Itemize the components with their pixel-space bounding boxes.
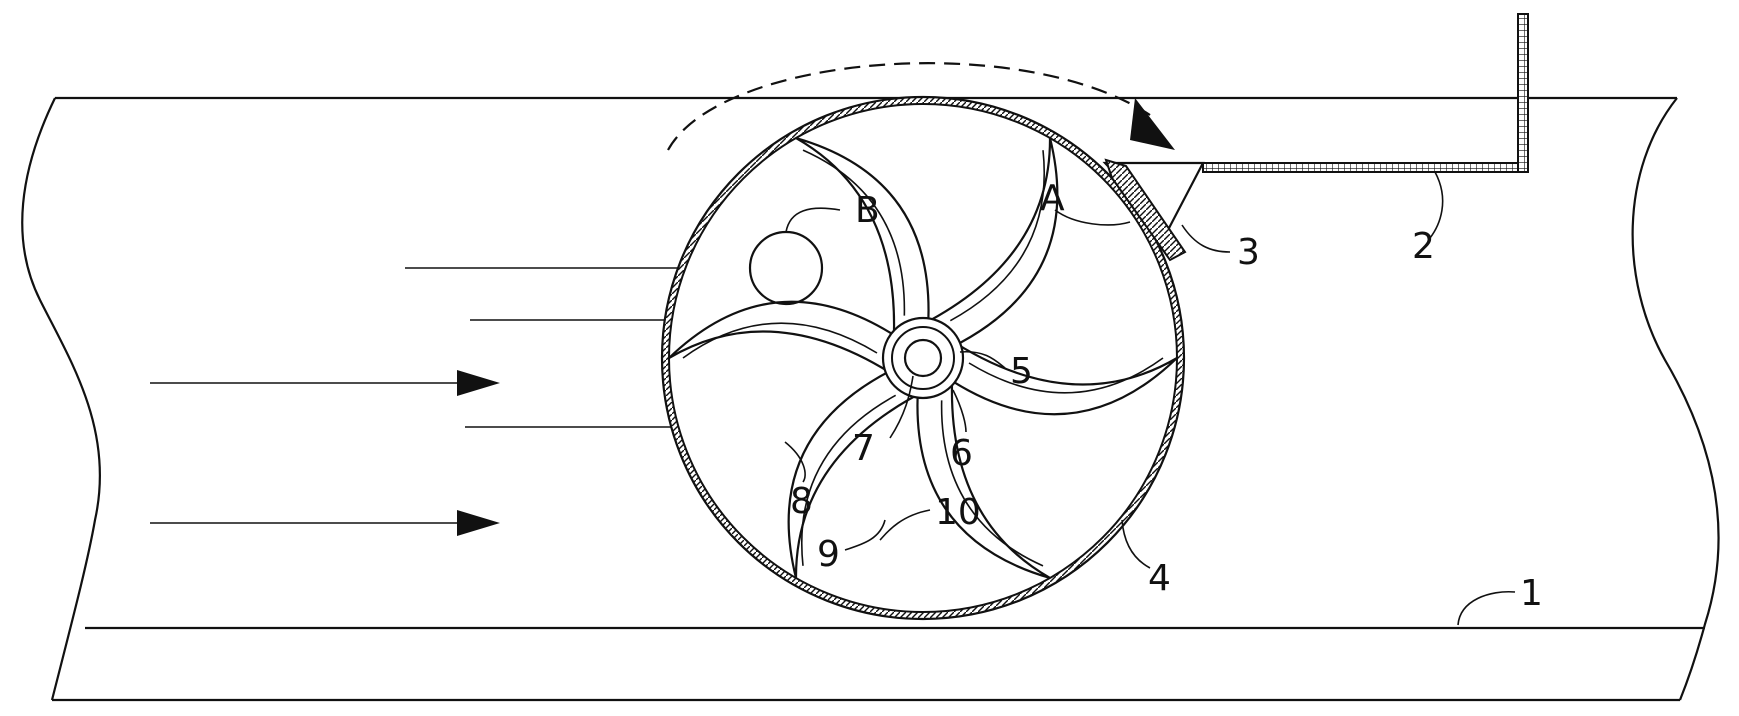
support-arm-vertical xyxy=(1517,13,1529,173)
wheel-hub xyxy=(881,316,965,400)
label-5: 5 xyxy=(1010,351,1033,392)
label-8: 8 xyxy=(790,481,813,522)
blade xyxy=(668,300,902,382)
scraper-blade-hatched xyxy=(1104,158,1187,262)
label-1: 1 xyxy=(1520,573,1543,614)
label-3: 3 xyxy=(1237,232,1260,273)
label-6: 6 xyxy=(950,433,973,474)
label-7: 7 xyxy=(852,428,875,469)
blade xyxy=(795,136,930,351)
scraper-assembly xyxy=(1102,13,1529,262)
channel-left-wavy-edge xyxy=(21,97,102,701)
flow-arrowhead xyxy=(457,510,500,536)
flow-arrowhead xyxy=(457,370,500,396)
water-channel xyxy=(21,96,1720,702)
leader-lines xyxy=(784,171,1516,626)
label-a: A xyxy=(1040,178,1065,219)
blade xyxy=(916,365,1051,580)
label-2: 2 xyxy=(1412,226,1435,267)
label-10: 10 xyxy=(935,492,981,533)
support-arm-horizontal xyxy=(1202,162,1528,173)
rotation-arrowhead xyxy=(1130,98,1175,150)
channel-right-wavy-edge xyxy=(1631,97,1720,701)
label-b: B xyxy=(855,190,880,231)
rotation-direction-arrow xyxy=(667,62,1175,151)
reference-labels: 1 2 3 4 5 6 7 8 9 10 A B xyxy=(790,178,1543,614)
label-9: 9 xyxy=(817,534,840,575)
label-4: 4 xyxy=(1148,558,1171,599)
blade xyxy=(944,334,1178,416)
